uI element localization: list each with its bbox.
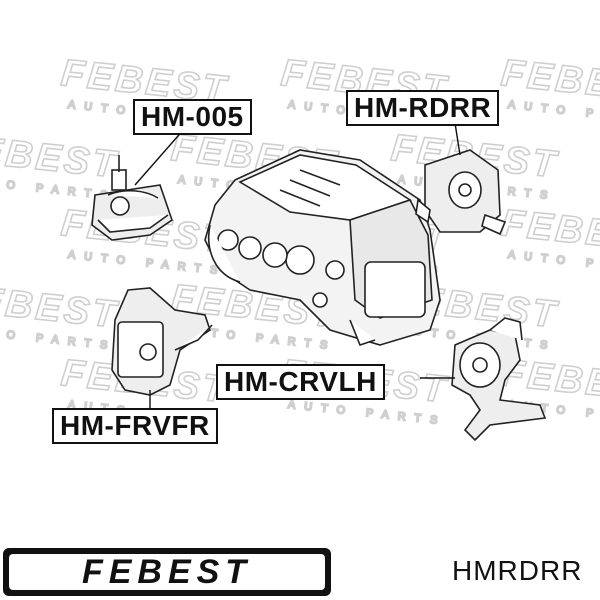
watermark-tagline: AUTO PARTS (507, 249, 600, 278)
part-crvlh-illustration (451, 317, 547, 442)
part-rdrr-illustration (415, 149, 507, 236)
part-label-hm005: HM-005 (133, 99, 252, 135)
part-hm005-illustration (91, 155, 173, 241)
part-label-frvfr: HM-FRVFR (52, 408, 218, 444)
watermark-word: FEBEST (0, 277, 120, 336)
watermark-word: FEBEST (0, 127, 120, 186)
leader-rdrr (454, 122, 461, 156)
svg-text:FEBEST: FEBEST (82, 553, 252, 591)
watermark-tagline: AUTO PARTS (507, 99, 600, 128)
febest-logo: FEBEST (3, 548, 331, 596)
part-label-rdrr: HM-RDRR (346, 90, 500, 126)
leader-hm005 (134, 127, 186, 186)
brand-part-code: HMRDRR (452, 555, 583, 586)
engine-illustration (204, 149, 441, 346)
part-label-crvlh: HM-CRVLH (216, 364, 385, 400)
part-frvfr-illustration (111, 287, 213, 396)
